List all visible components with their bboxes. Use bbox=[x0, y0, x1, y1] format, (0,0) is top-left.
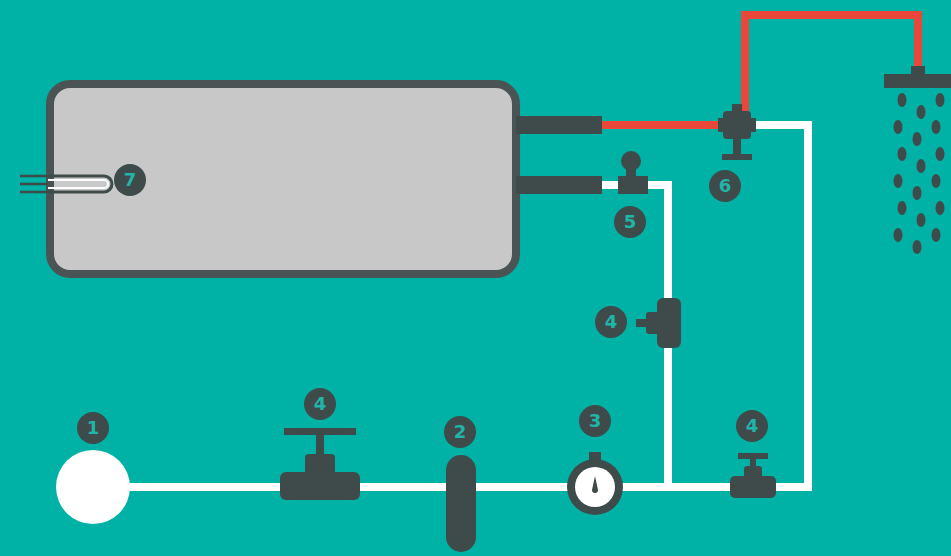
water-drop bbox=[898, 201, 907, 215]
water-drop bbox=[894, 228, 903, 242]
water-drop bbox=[894, 174, 903, 188]
water-drop bbox=[898, 93, 907, 107]
water-filter bbox=[446, 455, 476, 552]
callout-number: 4 bbox=[595, 306, 627, 338]
safety-valve bbox=[618, 151, 648, 194]
water-drop bbox=[898, 147, 907, 161]
shower-head bbox=[884, 66, 951, 88]
hot-water-pipe bbox=[600, 121, 725, 129]
water-heater-tank bbox=[50, 84, 516, 274]
water-drops bbox=[894, 93, 945, 254]
callout-number: 6 bbox=[709, 170, 741, 202]
shower-hot-pipe bbox=[745, 15, 918, 125]
water-drop bbox=[936, 93, 945, 107]
callout-number: 1 bbox=[77, 412, 109, 444]
water-drop bbox=[913, 186, 922, 200]
callout-number: 4 bbox=[304, 388, 336, 420]
gate-valve bbox=[280, 428, 360, 500]
water-drop bbox=[917, 213, 926, 227]
water-drop bbox=[917, 159, 926, 173]
callout-number: 5 bbox=[614, 206, 646, 238]
water-drop bbox=[936, 147, 945, 161]
cold-inlet bbox=[516, 176, 602, 194]
water-drop bbox=[913, 240, 922, 254]
heating-element bbox=[20, 176, 112, 192]
water-drop bbox=[932, 228, 941, 242]
water-drop bbox=[894, 120, 903, 134]
callout-number: 4 bbox=[736, 410, 768, 442]
water-drop bbox=[936, 201, 945, 215]
callout-number: 7 bbox=[114, 164, 146, 196]
pressure-gauge bbox=[567, 452, 623, 515]
water-drop bbox=[913, 132, 922, 146]
hot-outlet bbox=[516, 116, 602, 134]
water-drop bbox=[932, 120, 941, 134]
callout-number: 2 bbox=[444, 416, 476, 448]
gate-valve bbox=[636, 298, 681, 348]
water-drop bbox=[917, 105, 926, 119]
gate-valve bbox=[730, 453, 776, 498]
water-drop bbox=[932, 174, 941, 188]
mixing-valve bbox=[718, 104, 756, 160]
water-supply bbox=[56, 450, 130, 524]
callout-number: 3 bbox=[579, 405, 611, 437]
